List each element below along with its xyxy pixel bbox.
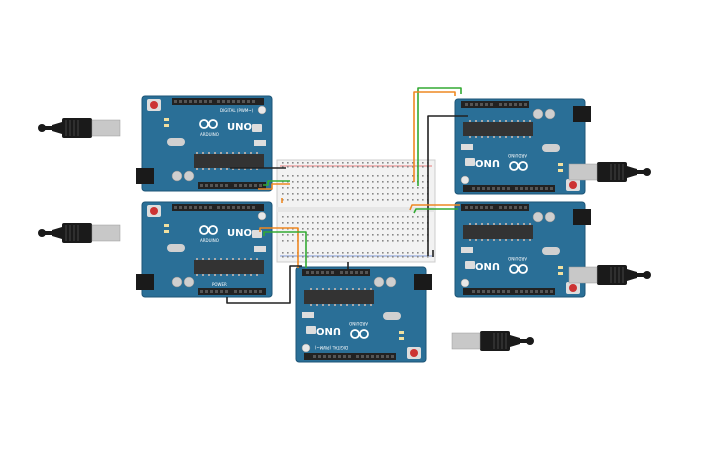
board-model-label: UNO [227,122,252,133]
board-brand-label: ARDUINO [508,153,527,158]
arduino-board-top-left[interactable]: UNO ARDUINO DIGITAL (PWM~) [135,95,273,192]
board-brand-label: ARDUINO [200,238,219,243]
board-brand-label: ARDUINO [200,132,219,137]
arduino-board-mid-left[interactable]: UNO ARDUINO POWER [135,201,273,298]
wire-orange[interactable] [259,227,299,268]
usb-plug-icon[interactable] [568,264,652,286]
wire-green[interactable] [263,180,290,186]
board-brand-label: ARDUINO [508,256,527,261]
wire-green[interactable] [263,231,307,268]
wire-orange[interactable] [258,183,290,190]
arduino-board-mid-right[interactable]: UNO ARDUINO [454,201,592,298]
board-digital-label: DIGITAL (PWM~) [314,345,348,350]
usb-plug-icon[interactable] [568,161,652,183]
wire-black[interactable] [226,265,302,304]
board-model-label: UNO [316,325,341,336]
wire-orange[interactable] [413,91,456,182]
breadboard [276,159,436,263]
wires [226,87,468,304]
board-model-label: UNO [475,260,500,271]
arduino-board-top-right[interactable]: UNO ARDUINO [454,98,592,195]
wire-green[interactable] [413,208,458,214]
arduino-board-bottom[interactable]: UNO ARDUINO DIGITAL (PWM~) [295,266,433,363]
usb-plug-icon[interactable] [451,330,535,352]
board-digital-label: DIGITAL (PWM~) [220,108,254,113]
board-model-label: UNO [475,157,500,168]
usb-plug-icon[interactable] [37,222,121,244]
board-power-label: POWER [212,282,227,287]
board-brand-label: ARDUINO [349,321,368,326]
wire-orange[interactable] [409,204,460,211]
board-model-label: UNO [227,228,252,239]
wire-green[interactable] [417,87,462,186]
usb-plug-icon[interactable] [37,117,121,139]
